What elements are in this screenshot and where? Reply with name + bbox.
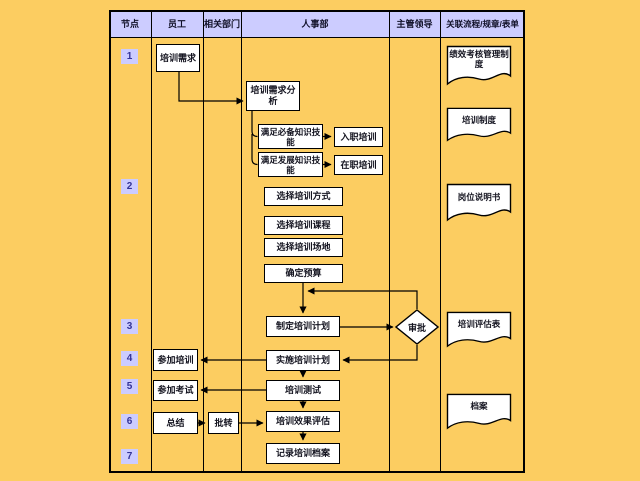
document-shape-icon [446,393,512,430]
flow-training-test: 培训测试 [266,380,340,401]
flow-summary: 总结 [153,412,198,434]
node-number-6: 6 [121,414,138,429]
diamond-shape [394,309,440,345]
flow-forward: 批转 [208,412,239,434]
column-divider-5 [440,10,441,473]
flow-record-archive: 记录培训档案 [266,443,340,464]
header-hr: 人事部 [301,18,329,29]
flow-make-plan: 制定培训计划 [266,316,340,337]
flow-onjob-training: 在职培训 [334,155,383,175]
column-divider-2 [203,10,204,473]
column-divider-3 [241,10,242,473]
header-related-dept: 相关部门 [203,18,240,29]
flow-essential-skills: 满足必备知识技能 [258,124,323,149]
flow-choose-course: 选择培训课程 [264,216,343,235]
column-divider-4 [389,10,390,473]
node-number-5: 5 [121,379,138,394]
flow-need-analysis: 培训需求分析 [246,81,300,111]
flow-implement-plan: 实施培训计划 [266,350,340,371]
doc-perf-system: 绩效考核管理制度 [446,45,512,87]
document-shape-icon [446,107,512,142]
doc-archive: 档案 [446,393,512,431]
header-node: 节点 [120,18,139,29]
node-number-7: 7 [121,449,138,464]
node-number-4: 4 [121,351,138,366]
document-shape-icon [446,183,512,222]
flow-induction-training: 入职培训 [334,127,383,147]
flow-approve-decision: 审批 [394,309,440,345]
flow-choose-venue: 选择培训场地 [264,238,343,257]
doc-evaluation-form: 培训评估表 [446,311,512,349]
flow-effect-evaluation: 培训效果评估 [266,411,340,432]
flow-set-budget: 确定预算 [264,264,343,283]
node-number-2: 2 [121,179,138,194]
swimlane-table-border [109,10,525,473]
flow-take-exam: 参加考试 [153,380,198,401]
document-shape-icon [446,45,512,86]
flow-training-need: 培训需求 [156,44,200,72]
header-related-docs: 关联流程/规章/表单 [446,18,519,29]
doc-job-description: 岗位说明书 [446,183,512,223]
doc-training-system: 培训制度 [446,107,512,143]
header-row-background [109,10,525,38]
node-number-1: 1 [121,49,138,64]
flow-development-skills: 满足发展知识技能 [258,152,323,177]
flow-choose-method: 选择培训方式 [264,187,343,206]
header-employee: 员工 [167,18,186,29]
column-divider-1 [151,10,152,473]
document-shape-icon [446,311,512,348]
flow-attend-training: 参加培训 [153,349,198,371]
approve-label: 审批 [407,322,426,333]
node-number-3: 3 [121,319,138,334]
header-supervisor: 主管领导 [396,18,433,29]
